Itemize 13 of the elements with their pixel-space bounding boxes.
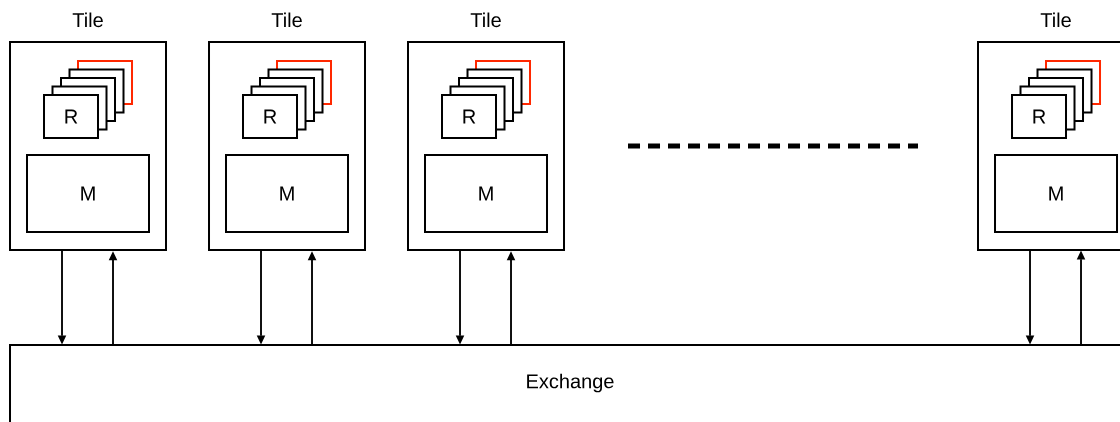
memory-box: M	[225, 154, 349, 233]
tile-heading: Tile	[470, 12, 501, 28]
tile-heading: Tile	[1040, 12, 1071, 28]
memory-box: M	[994, 154, 1118, 233]
register-box: R	[43, 94, 99, 139]
register-box: R	[441, 94, 497, 139]
register-box: R	[1011, 94, 1067, 139]
memory-box: M	[424, 154, 548, 233]
register-box: R	[242, 94, 298, 139]
exchange-box: Exchange	[9, 344, 1120, 422]
memory-box: M	[26, 154, 150, 233]
tile-heading: Tile	[72, 12, 103, 28]
tile-heading: Tile	[271, 12, 302, 28]
